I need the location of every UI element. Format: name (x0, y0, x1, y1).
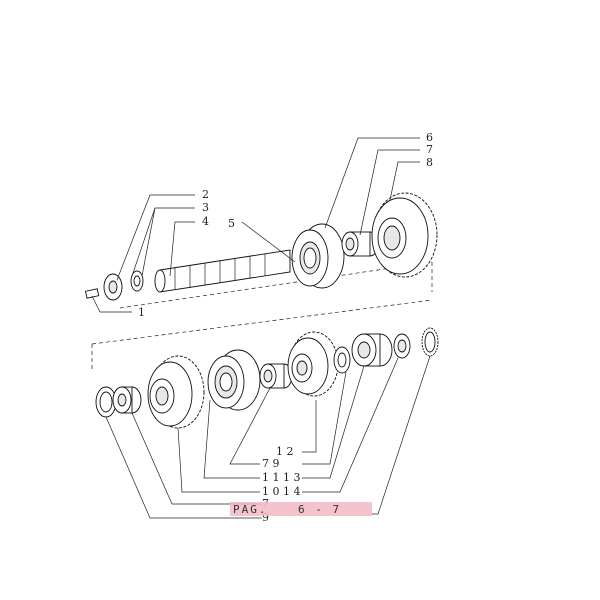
gear-part-8 (371, 192, 438, 278)
leader-7 (359, 149, 420, 236)
page-ref-label: PAG. (233, 503, 268, 516)
upper-assembly: 2 3 4 5 6 7 8 1 (84, 131, 438, 319)
leader-4 (169, 221, 195, 277)
leader-10 (177, 427, 260, 493)
callout-11-13: 1 1 1 3 (262, 471, 300, 484)
lower-assembly: 1 2 7 9 1 1 1 3 1 0 1 4 7 9 (91, 299, 439, 524)
callout-2: 2 (202, 188, 209, 201)
leader-2 (116, 194, 195, 281)
callout-6: 6 (426, 131, 433, 144)
synchro-gear-part-6 (291, 223, 345, 289)
synchro-hub-part-13 (207, 349, 261, 411)
gear-part-11 (147, 355, 205, 429)
leader-14 (302, 357, 399, 493)
leader-8 (389, 161, 420, 201)
gear-part-12 (287, 331, 339, 397)
leader-12 (302, 400, 317, 453)
callout-1: 1 (138, 306, 145, 319)
callout-7-9: 7 9 (262, 457, 280, 470)
callout-10-14: 1 0 1 4 (262, 485, 300, 498)
callout-12: 1 2 (276, 445, 294, 458)
shaft-part-4 (154, 249, 291, 293)
washer-bore (133, 275, 141, 287)
shaft-body (159, 249, 291, 293)
leader-1 (91, 295, 132, 313)
leader-9 (302, 371, 347, 465)
page-ref-number: 6 - 7 (298, 503, 341, 516)
callout-8: 8 (426, 156, 433, 169)
lower-frame-line (91, 299, 433, 345)
page-ref-highlight (230, 502, 372, 516)
leader-snap (372, 355, 431, 515)
bearing-bore (108, 280, 118, 294)
page-reference[interactable]: PAG. 6 - 7 (230, 502, 372, 516)
callout-3: 3 (202, 201, 209, 214)
upper-frame-line (119, 261, 433, 309)
bearing-part-14 (351, 333, 393, 367)
leader-5 (241, 221, 296, 263)
leader-9c (105, 416, 262, 519)
bearing-part-10 (112, 386, 142, 414)
leader-11 (203, 399, 260, 479)
callout-9c: 9 (262, 511, 269, 524)
bushing-part-7b (259, 363, 293, 389)
callout-5: 5 (228, 217, 235, 230)
callout-4: 4 (202, 215, 209, 228)
leader-3b (141, 207, 156, 277)
leader-7c (131, 412, 262, 505)
leader-13 (302, 365, 365, 479)
callout-7: 7 (426, 143, 433, 156)
leader-7b (229, 387, 271, 465)
leader-6 (324, 137, 420, 229)
